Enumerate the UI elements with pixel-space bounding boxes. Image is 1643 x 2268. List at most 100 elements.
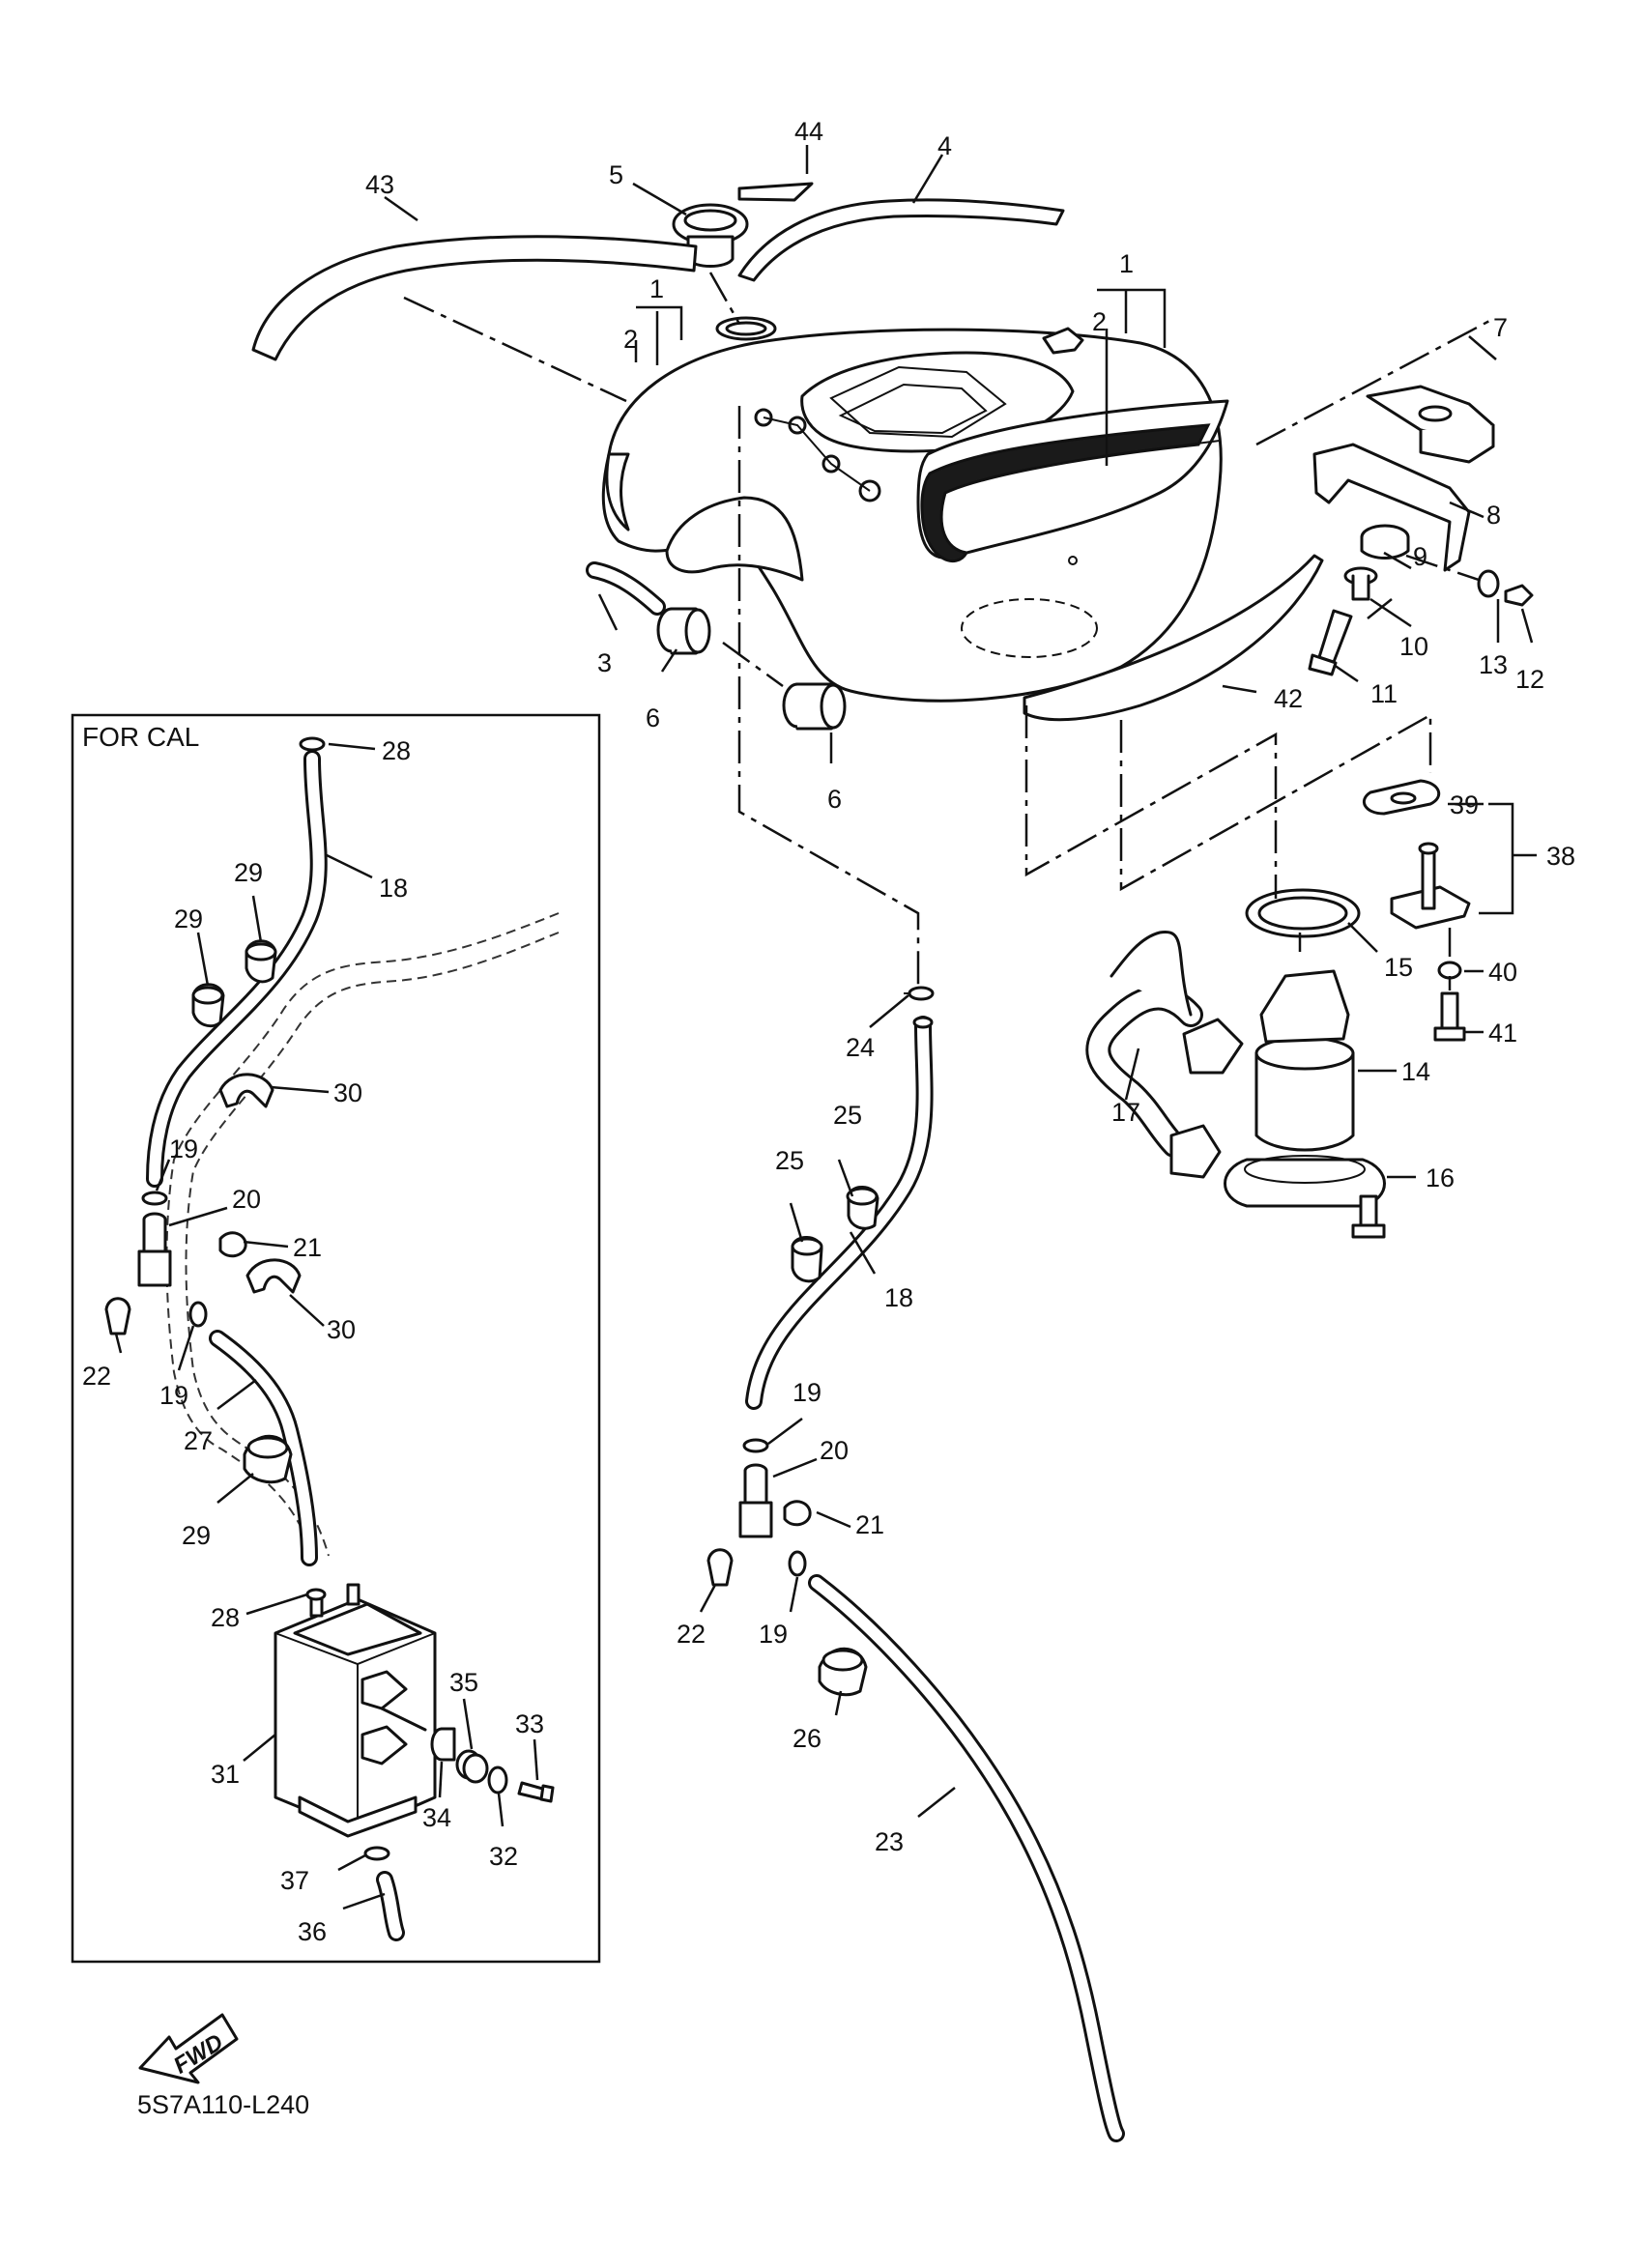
- bolt-16: [1351, 1194, 1386, 1239]
- fuel-tank: [601, 316, 1229, 703]
- callout-22a: 22: [82, 1362, 111, 1391]
- callout-28b: 28: [211, 1603, 240, 1632]
- fwd-arrow-icon: FWD: [138, 2013, 239, 2084]
- damper-6b: [782, 682, 847, 731]
- clamp-25a: [846, 1186, 879, 1230]
- callout-18b: 18: [884, 1283, 913, 1312]
- bolt-12: [1504, 584, 1534, 607]
- callout-15: 15: [1384, 953, 1413, 982]
- callout-35: 35: [449, 1668, 478, 1697]
- callout-3: 3: [597, 648, 612, 677]
- callout-26: 26: [793, 1724, 822, 1753]
- hose-23: [808, 1574, 1125, 2142]
- callout-37: 37: [280, 1866, 309, 1895]
- callout-8: 8: [1486, 501, 1501, 530]
- clamp-28b: [305, 1588, 327, 1601]
- callout-14: 14: [1401, 1057, 1430, 1086]
- bracket-8: [1312, 443, 1471, 572]
- clamp-37: [363, 1846, 390, 1861]
- trim-strip-4: [737, 198, 1065, 282]
- callout-29a: 29: [234, 858, 263, 887]
- drawing-code: 5S7A110-L240: [137, 2090, 309, 2119]
- callout-20b: 20: [820, 1436, 849, 1465]
- clamp-19d: [788, 1550, 807, 1577]
- breather-hose-3: [586, 561, 666, 616]
- clamp-19c: [742, 1438, 769, 1453]
- callout-2a: 2: [623, 325, 638, 354]
- joint-20a: [137, 1212, 172, 1287]
- callout-10: 10: [1399, 632, 1428, 661]
- callout-38: 38: [1546, 842, 1575, 871]
- callout-1a: 1: [649, 274, 664, 303]
- callout-24: 24: [846, 1033, 875, 1062]
- callout-13: 13: [1479, 650, 1508, 679]
- fuel-hose-17: [1085, 930, 1244, 1179]
- callout-44: 44: [794, 117, 823, 146]
- damper-9: [1360, 524, 1410, 560]
- bolt-41: [1433, 991, 1466, 1042]
- gasket-15: [1245, 888, 1361, 938]
- side-cover-42: [1023, 554, 1324, 722]
- bolt-11: [1308, 609, 1353, 676]
- callout-31: 31: [211, 1760, 240, 1789]
- emblem-44: [737, 182, 814, 202]
- callout-20a: 20: [232, 1185, 261, 1214]
- callout-labels: 43 44 5 4 1 2 1 2 7 8 9 10 13 12 11 42 3…: [82, 117, 1575, 1946]
- callout-40: 40: [1488, 958, 1517, 987]
- collar-10: [1343, 566, 1378, 601]
- leader-lines: [114, 145, 1537, 1910]
- callout-18a: 18: [379, 874, 408, 903]
- bracket-26: [818, 1647, 868, 1697]
- callout-1b: 1: [1119, 249, 1134, 278]
- clamp-28a: [299, 736, 326, 752]
- callout-39: 39: [1450, 790, 1479, 819]
- inset-title: FOR CAL: [82, 722, 199, 752]
- washer-32: [487, 1766, 508, 1794]
- california-inset: [71, 713, 601, 1964]
- callout-42: 42: [1274, 684, 1303, 713]
- joint-20b: [738, 1463, 773, 1538]
- damper-35: [455, 1749, 489, 1784]
- callout-5: 5: [609, 160, 623, 189]
- bolt-33: [517, 1781, 555, 1803]
- damper-34: [430, 1727, 456, 1762]
- callout-19b: 19: [159, 1381, 188, 1410]
- callout-6a: 6: [646, 703, 660, 732]
- callout-28a: 28: [382, 736, 411, 765]
- callout-19d: 19: [759, 1620, 788, 1649]
- fuel-pump-14: [1224, 969, 1386, 1208]
- canister-31: [274, 1583, 437, 1838]
- washer-40: [1437, 961, 1462, 980]
- clip-21a: [218, 1231, 247, 1258]
- bracket-38: [1362, 779, 1471, 930]
- callout-2b: 2: [1092, 307, 1107, 336]
- callout-34: 34: [422, 1803, 451, 1832]
- callout-27: 27: [184, 1426, 213, 1455]
- callout-43: 43: [365, 170, 394, 199]
- washer-13: [1477, 569, 1500, 598]
- callout-17: 17: [1111, 1098, 1140, 1127]
- clamp-19a: [141, 1191, 168, 1206]
- hose-18: [745, 1016, 934, 1410]
- callout-4: 4: [937, 131, 952, 160]
- callout-7: 7: [1493, 313, 1508, 342]
- clamp-24: [904, 986, 935, 1001]
- clamp-30a: [218, 1073, 274, 1108]
- trim-strip-43: [251, 235, 698, 361]
- callout-29b: 29: [174, 904, 203, 933]
- callout-19a: 19: [169, 1134, 198, 1163]
- callout-12: 12: [1515, 665, 1544, 694]
- callout-30b: 30: [327, 1315, 356, 1344]
- callout-29c: 29: [182, 1521, 211, 1550]
- damper-6a: [656, 607, 711, 655]
- callout-21b: 21: [855, 1510, 884, 1539]
- clamp-30b: [245, 1258, 302, 1294]
- callout-25b: 25: [775, 1146, 804, 1175]
- hose-36: [376, 1871, 405, 1941]
- callout-25a: 25: [833, 1101, 862, 1130]
- clamp-25b: [791, 1236, 823, 1283]
- callout-19c: 19: [793, 1378, 822, 1407]
- callout-30a: 30: [333, 1078, 362, 1107]
